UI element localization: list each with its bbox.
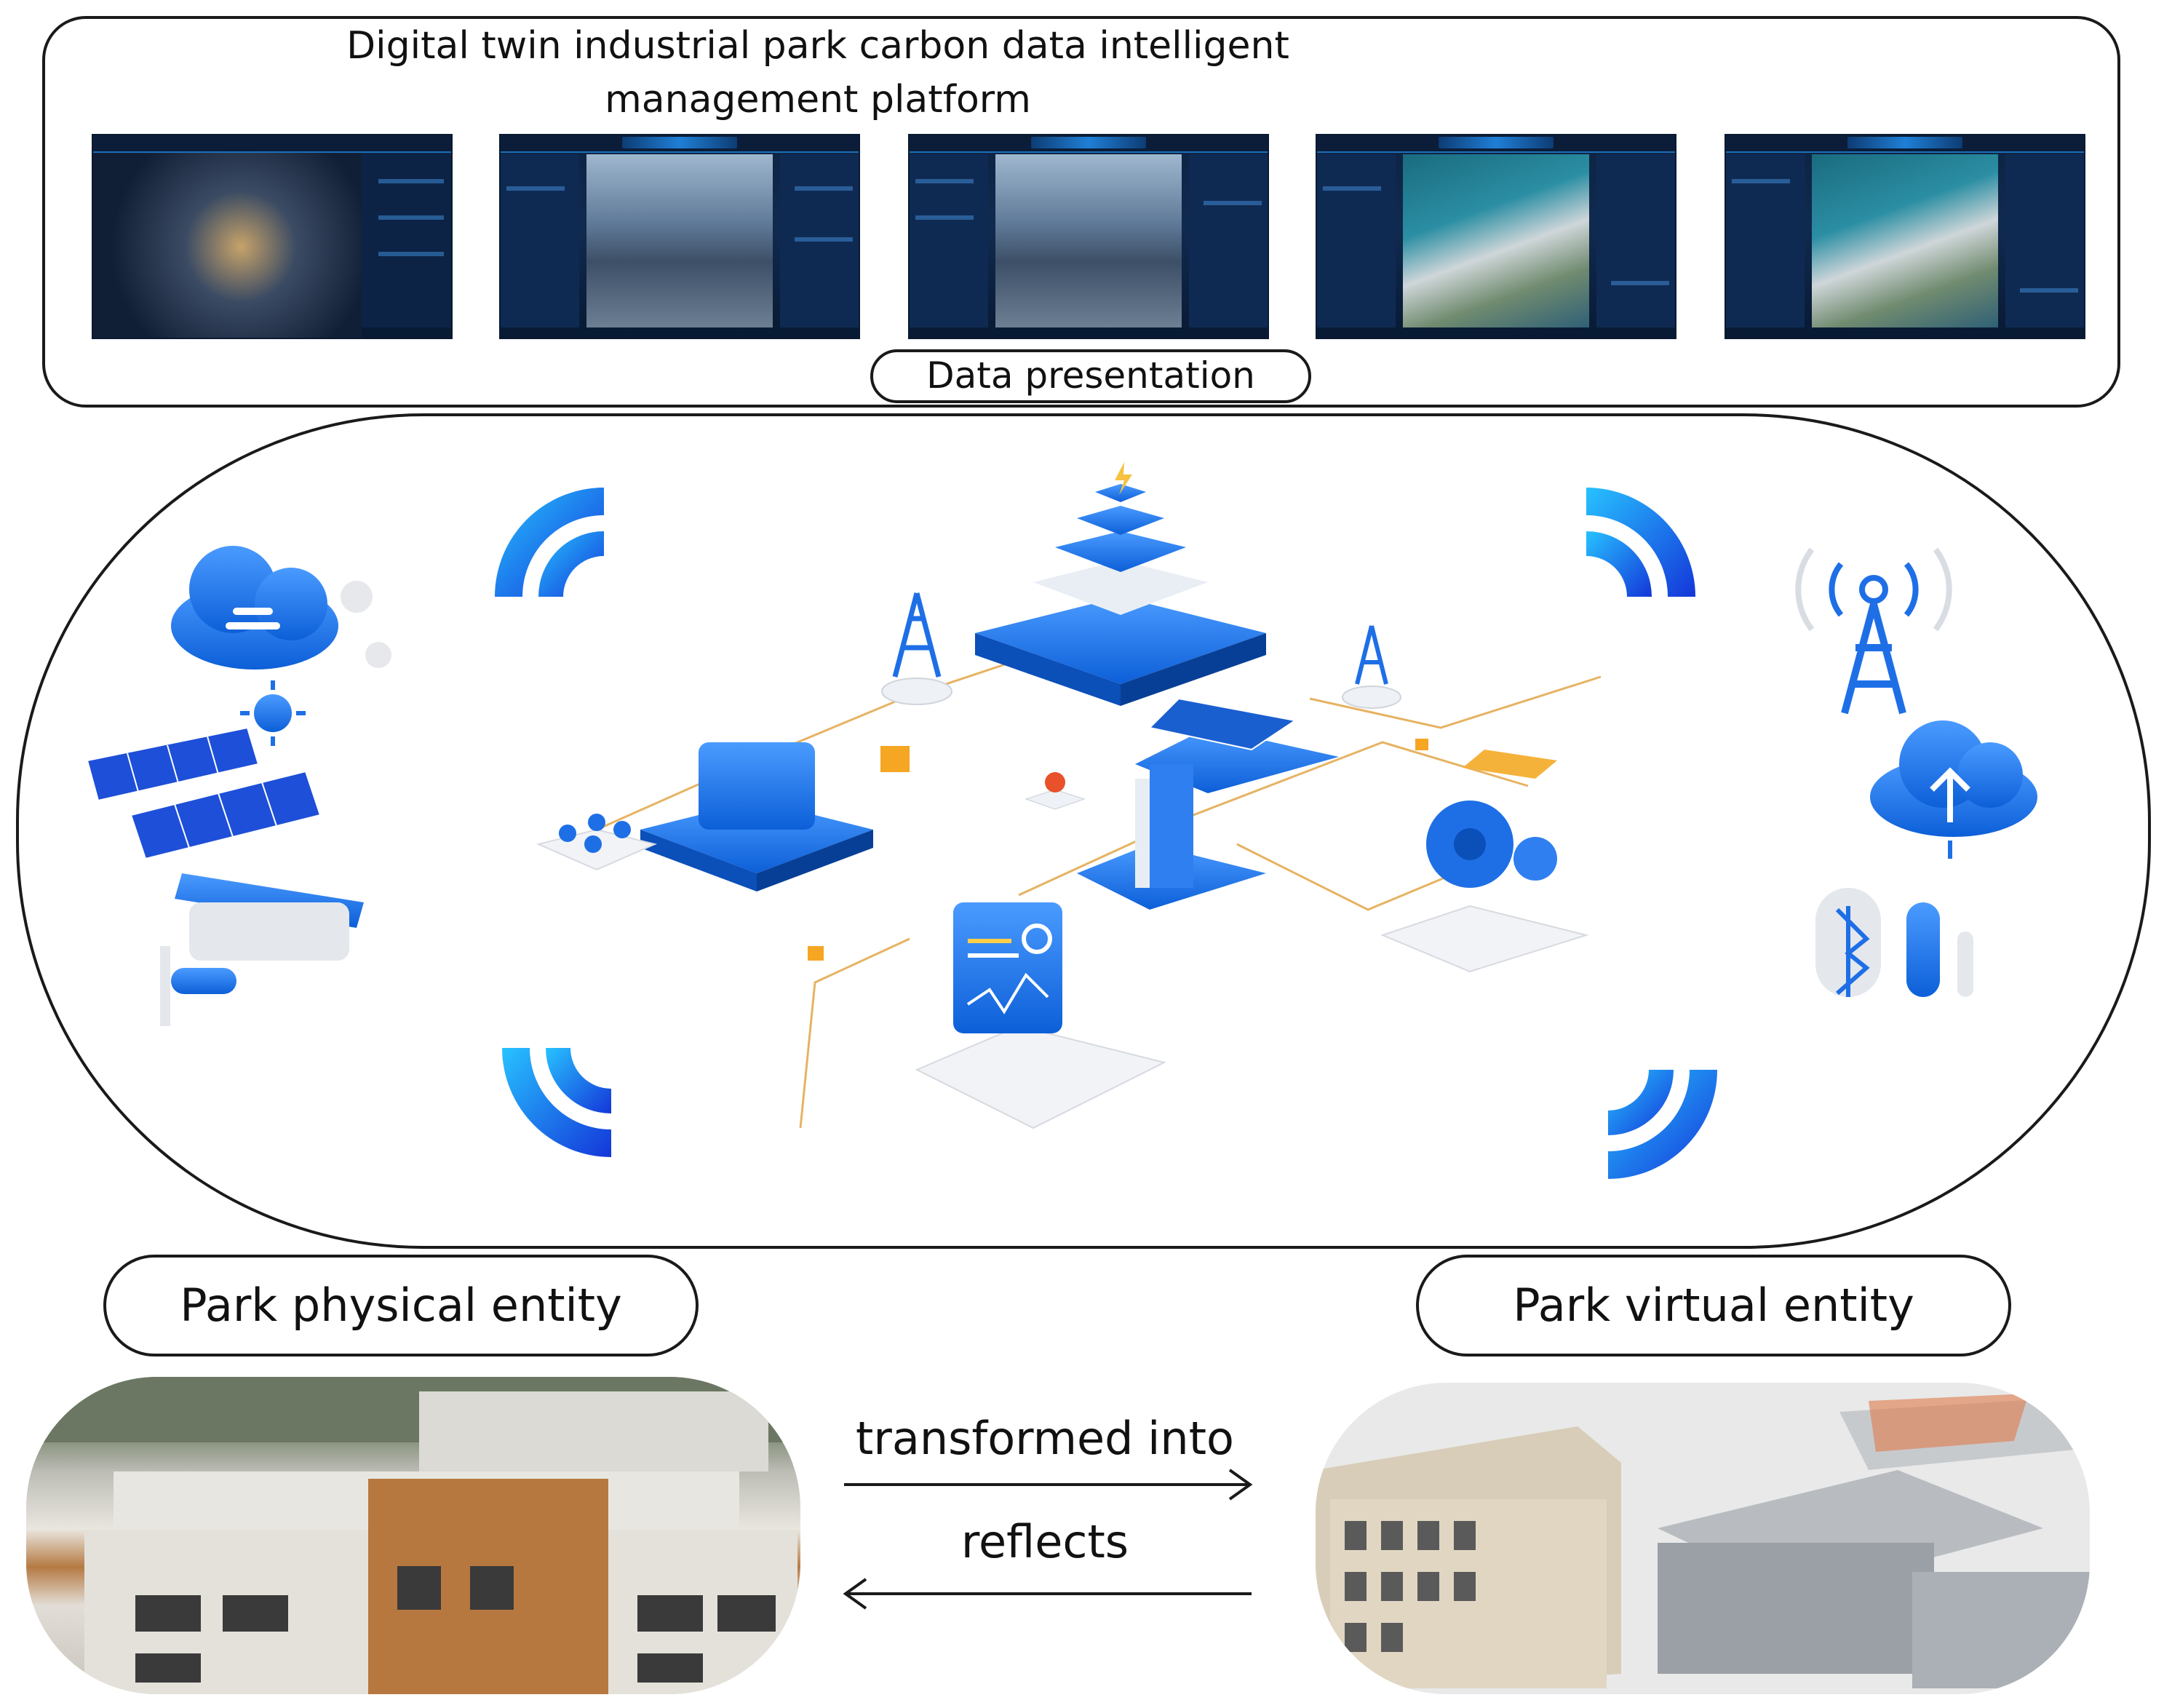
physical-park-photo — [26, 1377, 800, 1694]
data-stack-icon — [975, 462, 1266, 706]
platform-screenshot-1 — [92, 134, 453, 339]
orange-block — [1415, 739, 1428, 750]
cloud-upload-icon — [1870, 720, 2037, 859]
platform-title: Digital twin industrial park carbon data… — [218, 19, 1417, 127]
platform-screenshot-4 — [1316, 134, 1676, 339]
dashboard-card-icon — [915, 902, 1166, 1129]
virtual-park-model — [1316, 1383, 2090, 1694]
data-presentation-label: Data presentation — [870, 349, 1311, 403]
antenna-tower-icon — [881, 592, 952, 705]
sensor-cube-icon — [1025, 772, 1086, 810]
gear-icon — [1380, 801, 1589, 973]
physical-entity-label: Park physical entity — [103, 1255, 699, 1357]
platform-screenshot-5 — [1725, 134, 2085, 339]
transformed-into-label: transformed into — [856, 1412, 1234, 1465]
wifi-icon — [1586, 488, 1695, 597]
sun-icon — [240, 680, 306, 746]
signal-tower-icon — [1795, 547, 1952, 715]
forward-arrow — [844, 1469, 1253, 1501]
platform-screenshot-3 — [908, 134, 1269, 339]
virtual-entity-label: Park virtual entity — [1416, 1255, 2011, 1357]
wifi-icon — [502, 1048, 611, 1157]
orange-block — [880, 746, 910, 772]
antenna-tower-icon — [1342, 625, 1401, 709]
node-network-icon — [536, 814, 658, 871]
platform-screenshot-2 — [499, 134, 860, 339]
cloud-icon — [171, 546, 391, 670]
orange-block — [808, 946, 824, 961]
solar-panel-icon — [86, 726, 322, 860]
wifi-icon — [1608, 1070, 1717, 1179]
wifi-icon — [495, 488, 604, 597]
camera-icon — [160, 873, 364, 1026]
connector-lines — [596, 639, 1602, 1129]
backward-arrow — [843, 1578, 1252, 1610]
reflects-label: reflects — [960, 1515, 1129, 1568]
platform-title-line2: management platform — [605, 78, 1031, 122]
bluetooth-icon — [1815, 888, 1973, 997]
platform-title-line1: Digital twin industrial park carbon data… — [346, 24, 1289, 68]
server-tower-icon — [1077, 764, 1266, 910]
orange-block — [1463, 750, 1557, 779]
digital-twin-network-frame — [16, 413, 2151, 1249]
server-cubes-icon — [640, 742, 873, 891]
